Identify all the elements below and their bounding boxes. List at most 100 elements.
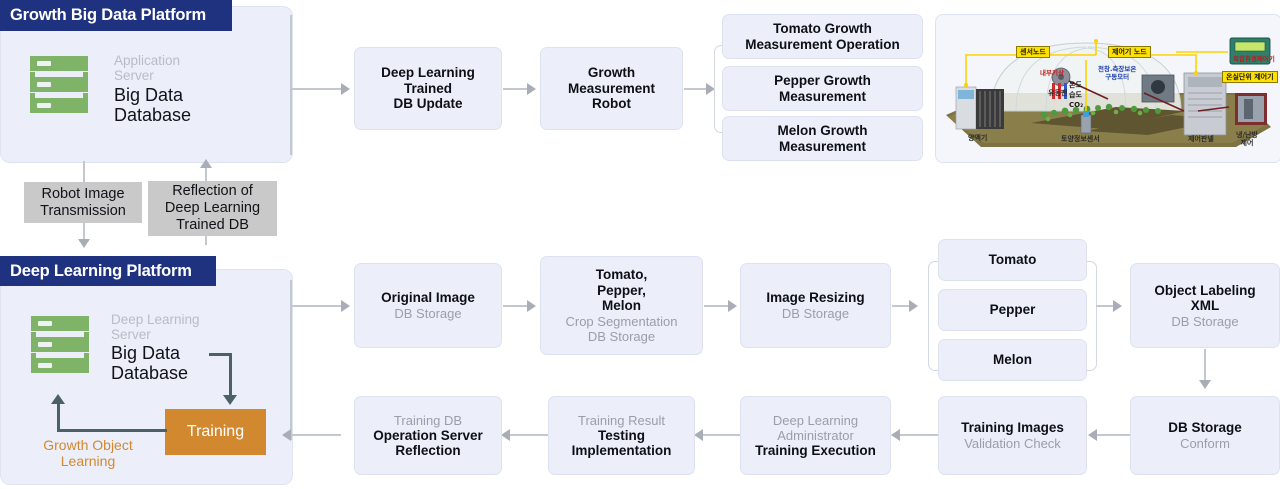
bracket-crop-group-left <box>928 261 939 371</box>
arrow-resizing-to-crops <box>909 300 918 312</box>
arrow-crops-to-labeling <box>1113 300 1122 312</box>
connector-crops-to-labeling <box>1096 305 1114 307</box>
arrow-operation-server-to-dl <box>282 429 291 441</box>
greenhouse-label-greenhouse-unit-controller: 온실단위 제어기 <box>1222 71 1278 83</box>
box-subtitle: DB Storage <box>781 305 850 321</box>
greenhouse-label-device-caption: 복합환경제어기 <box>1233 55 1275 63</box>
greenhouse-label-ceiling-motor: 천창.측장보온 구동모터 <box>1098 65 1137 81</box>
box-pepper-growth-measurement[interactable]: Pepper Growth Measurement <box>722 66 923 111</box>
greenhouse-label-co2: CO₂ <box>1069 101 1084 109</box>
arrow-execution-to-testing <box>694 429 703 441</box>
connector-testing-to-operation-server <box>510 434 548 436</box>
greenhouse-label-control-panel: 제어판넬 <box>1188 135 1214 143</box>
arrow-update-to-robot <box>527 83 536 95</box>
panel-header-growth-big-data-platform: Growth Big Data Platform <box>0 0 232 31</box>
arrow-segmentation-to-resizing <box>728 300 737 312</box>
arrow-reflection-up <box>200 159 212 168</box>
panel-header-label: Deep Learning Platform <box>10 261 192 280</box>
connector-segmentation-to-resizing <box>704 305 729 307</box>
arrow-labeling-to-db-storage <box>1199 380 1211 389</box>
note-label: Reflection of Deep Learning Trained DB <box>164 183 261 233</box>
greenhouse-label-soil-sensor: 토양정보센서 <box>1061 135 1100 143</box>
bracket-crop-group-right <box>1086 261 1097 371</box>
box-deep-learning-trained-db-update[interactable]: Deep Learning Trained DB Update <box>354 47 502 130</box>
box-melon-growth-measurement[interactable]: Melon Growth Measurement <box>722 116 923 161</box>
application-server-sublabel: Application Server <box>114 53 181 83</box>
bracket-measurement-group <box>714 45 725 133</box>
server-icon-application <box>30 56 88 113</box>
connector-robot-to-measurements <box>684 88 707 90</box>
box-title: Growth Measurement Robot <box>567 65 656 112</box>
box-title: Melon Growth Measurement <box>777 123 868 154</box>
arrow-training-images-to-execution <box>891 429 900 441</box>
greenhouse-label-humidity: 습도 <box>1069 91 1082 99</box>
box-db-storage-conform[interactable]: DB Storage Conform <box>1130 396 1280 475</box>
box-crop-segmentation[interactable]: Tomato, Pepper, Melon Crop Segmentation … <box>540 256 703 355</box>
connector-training-images-to-execution <box>900 434 938 436</box>
note-label: Robot Image Transmission <box>40 185 126 219</box>
arrow-robot-to-measurements <box>706 83 715 95</box>
box-title: Object Labeling XML <box>1154 282 1256 314</box>
note-robot-image-transmission: Robot Image Transmission <box>24 182 142 223</box>
connector-db-to-training-h <box>209 353 232 356</box>
box-title: Pepper Growth Measurement <box>774 73 871 104</box>
connector-original-to-segmentation <box>503 305 528 307</box>
box-testing-implementation[interactable]: Training Result Testing Implementation <box>548 396 695 475</box>
arrow-db-storage-to-training-images <box>1088 429 1097 441</box>
box-growth-measurement-robot[interactable]: Growth Measurement Robot <box>540 47 683 130</box>
greenhouse-label-temperature: 온도 <box>1069 81 1082 89</box>
arrow-learning-to-db <box>51 394 65 404</box>
arrow-robot-image-down <box>78 239 90 248</box>
box-title: Tomato, Pepper, Melon <box>595 267 648 314</box>
box-crop-pepper[interactable]: Pepper <box>938 289 1087 331</box>
connector-panel-right-vertical <box>290 15 292 155</box>
greenhouse-label-fan: 유동팬 <box>1048 89 1068 97</box>
box-title: Original Image <box>381 290 475 306</box>
box-title: Training Execution <box>755 442 876 458</box>
arrow-dl-to-original-image <box>341 300 350 312</box>
box-training-images[interactable]: Training Images Validation Check <box>938 396 1087 475</box>
box-title: Testing Implementation <box>571 427 672 459</box>
box-subtitle: Validation Check <box>964 435 1061 451</box>
connector-labeling-to-db-storage <box>1204 349 1206 382</box>
box-original-image[interactable]: Original Image DB Storage <box>354 263 502 348</box>
panel-header-label: Growth Big Data Platform <box>10 6 206 24</box>
greenhouse-label-hvac: 냉/난방 제어 <box>1236 131 1258 147</box>
connector-learning-up-v <box>57 403 60 431</box>
box-title: Operation Server Reflection <box>373 427 483 459</box>
panel-deep-learning-platform <box>0 269 293 485</box>
box-training[interactable]: Training <box>165 409 266 455</box>
box-training-execution[interactable]: Deep Learning Administrator Training Exe… <box>740 396 891 475</box>
box-object-labeling-xml[interactable]: Object Labeling XML DB Storage <box>1130 263 1280 348</box>
box-title: Tomato Growth Measurement Operation <box>745 21 900 52</box>
connector-execution-to-testing <box>703 434 740 436</box>
greenhouse-label-controller-node: 제어기 노드 <box>1108 46 1151 58</box>
box-tomato-growth-measurement-operation[interactable]: Tomato Growth Measurement Operation <box>722 14 923 59</box>
box-subtitle: Deep Learning Administrator <box>772 412 859 443</box>
greenhouse-illustration: 센서노드 제어기 노드 온실단위 제어기 복합환경제어기 내부기상 온도 습도 … <box>935 14 1280 163</box>
greenhouse-label-internal-weather: 내부기상 <box>1040 69 1064 77</box>
box-operation-server-reflection[interactable]: Training DB Operation Server Reflection <box>354 396 502 475</box>
box-image-resizing[interactable]: Image Resizing DB Storage <box>740 263 891 348</box>
connector-db-storage-to-training-images <box>1097 434 1130 436</box>
big-data-database-label-2: Big Data Database <box>111 343 189 383</box>
connector-resizing-to-crops <box>892 305 910 307</box>
connector-dl-panel-right-vertical <box>290 280 292 440</box>
connector-operation-server-to-dl <box>291 434 341 436</box>
server-icon-deep-learning <box>31 316 89 373</box>
box-title: Image Resizing <box>766 290 865 306</box>
label-growth-object-learning: Growth Object Learning <box>43 437 133 469</box>
training-label: Training <box>186 423 245 440</box>
box-title: Training Images <box>961 420 1064 436</box>
box-title: Deep Learning Trained DB Update <box>381 65 475 112</box>
connector-training-to-learning-h <box>57 429 167 432</box>
connector-update-to-robot <box>503 88 528 90</box>
deep-learning-server-sublabel: Deep Learning Server <box>111 312 200 342</box>
greenhouse-label-nutrient: 양액기 <box>968 134 988 142</box>
box-crop-tomato[interactable]: Tomato <box>938 239 1087 281</box>
box-crop-melon[interactable]: Melon <box>938 339 1087 381</box>
greenhouse-svg <box>946 37 1271 147</box>
note-reflection-of-trained-db: Reflection of Deep Learning Trained DB <box>148 181 277 236</box>
arrow-original-to-segmentation <box>527 300 536 312</box>
box-title: Pepper <box>989 302 1036 318</box>
